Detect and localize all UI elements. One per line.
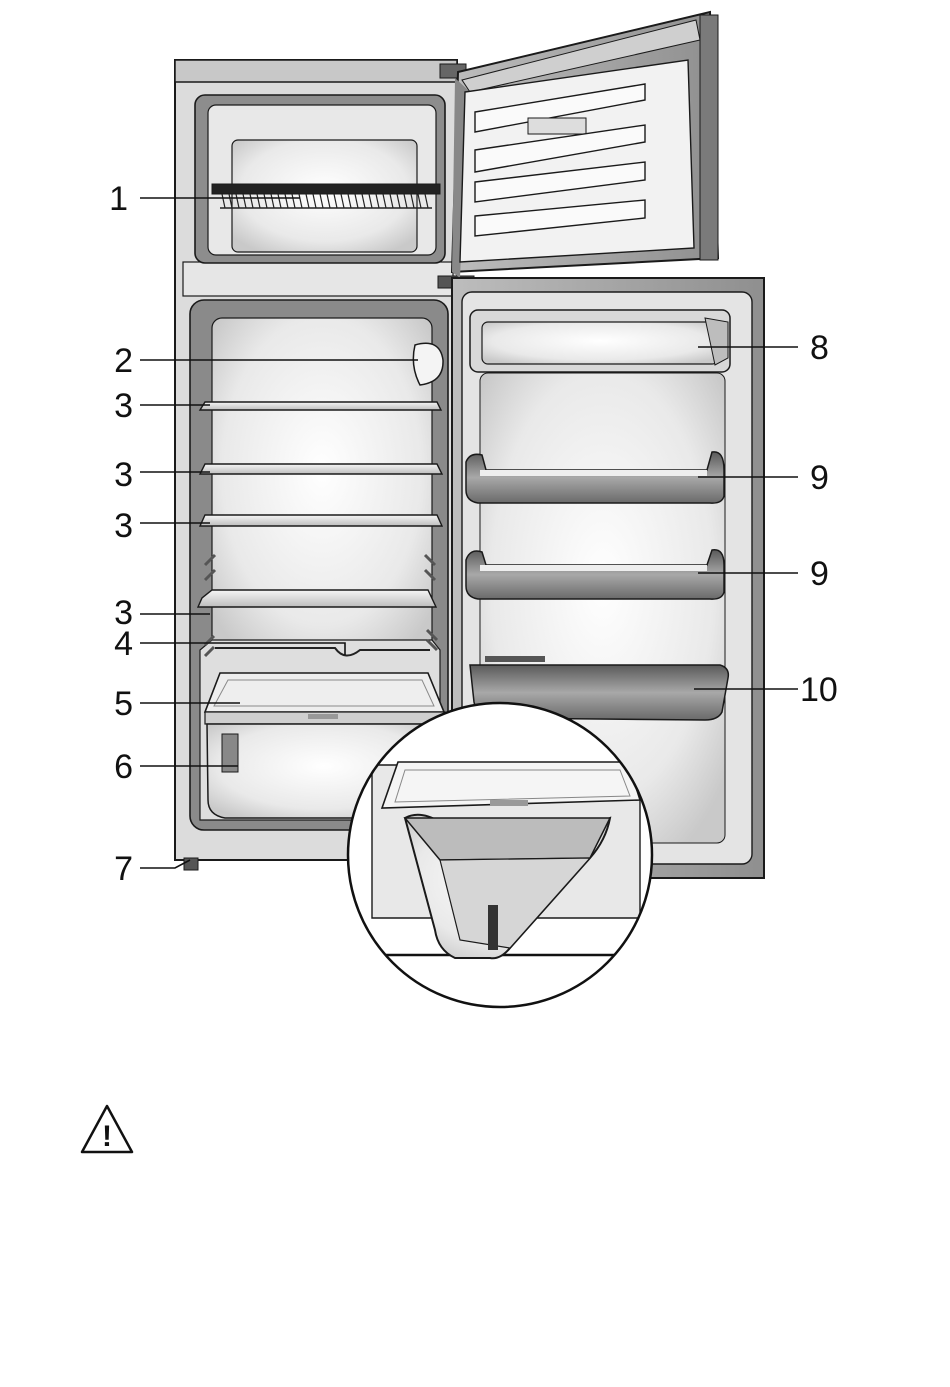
glass-shelf — [198, 590, 436, 607]
callout-5: 5 — [114, 685, 133, 723]
callout-9: 9 — [810, 555, 829, 593]
callout-4: 4 — [114, 625, 133, 663]
callout-2: 2 — [114, 342, 133, 380]
callout-9: 9 — [810, 459, 829, 497]
callout-8: 8 — [810, 329, 829, 367]
warning-exclamation-mark: ! — [102, 1120, 112, 1153]
callout-3: 3 — [114, 387, 133, 425]
warning-triangle-icon: ! — [82, 1106, 132, 1153]
freezer-compartment — [195, 95, 445, 263]
adjustable-foot — [184, 858, 198, 870]
crisper-cover — [205, 673, 445, 724]
callout-6: 6 — [114, 748, 133, 786]
glass-shelf — [200, 515, 442, 526]
glass-shelf — [200, 464, 442, 474]
callout-1: 1 — [109, 180, 128, 218]
callout-7: 7 — [114, 850, 133, 888]
door-compartment-lid — [470, 310, 730, 372]
callout-3: 3 — [114, 456, 133, 494]
callout-10: 10 — [800, 671, 838, 709]
callout-3: 3 — [114, 507, 133, 545]
freezer-door — [452, 12, 718, 278]
glass-shelf — [200, 402, 441, 410]
